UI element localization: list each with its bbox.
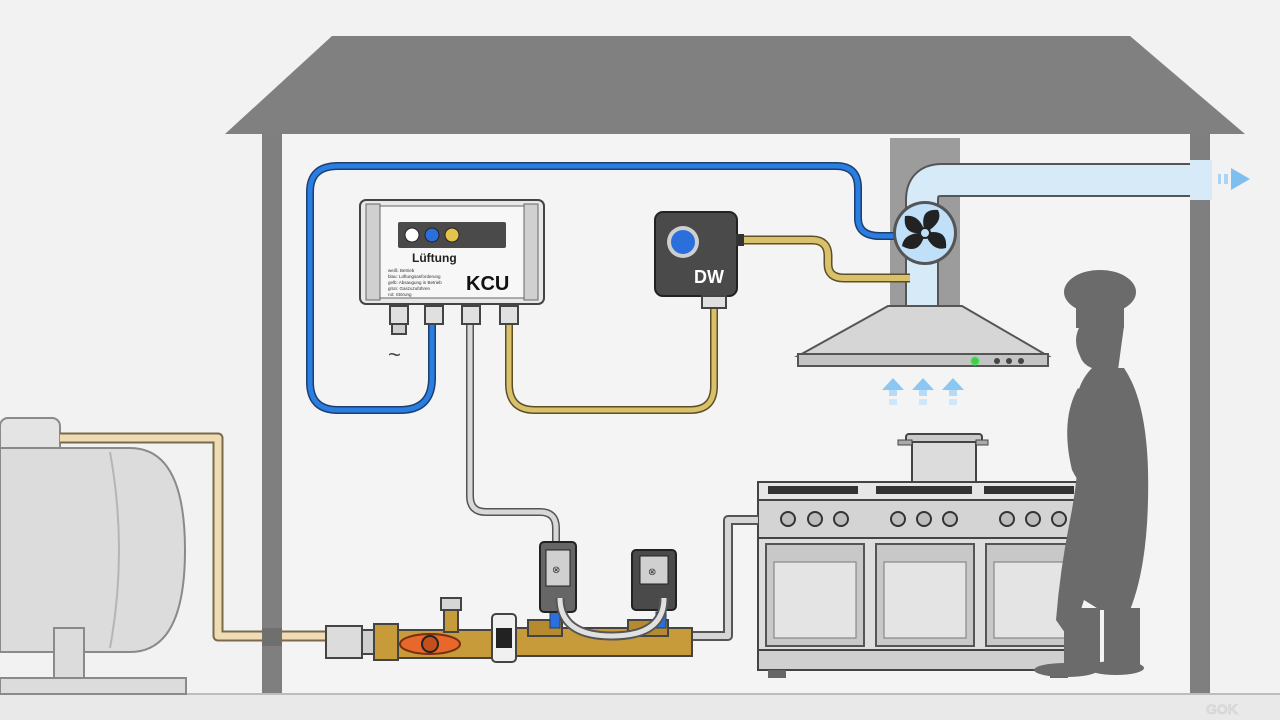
stove-gas-line <box>690 517 758 639</box>
kcu-legend-line: grün: Gaszuzuführen <box>388 286 431 291</box>
gas-stove <box>757 481 1079 678</box>
hood-status-led <box>970 356 980 366</box>
yellow-cable-kcu-dw <box>506 300 717 413</box>
extractor-hood <box>794 305 1052 367</box>
led-yellow <box>444 227 460 243</box>
kcu-label: KCU <box>466 273 509 295</box>
fan-icon <box>893 201 957 265</box>
led-blue <box>424 227 440 243</box>
roof <box>225 36 1245 134</box>
ground <box>0 694 1280 720</box>
wall-feedthrough <box>262 628 282 646</box>
led-white <box>404 227 420 243</box>
pressure-tube <box>740 237 910 281</box>
kcu-legend-line: rot: Störung <box>388 292 412 297</box>
svg-text:⊗: ⊗ <box>648 567 656 578</box>
gas-valve-assembly: ⊗ ⊗ <box>325 541 693 663</box>
watermark: GOK <box>1206 701 1238 717</box>
arrow-right-icon <box>1218 168 1250 190</box>
grey-cable <box>467 322 559 546</box>
chef-silhouette <box>1034 270 1149 677</box>
cable-glands <box>389 305 519 335</box>
arrow-up-icon <box>882 378 964 405</box>
dw-pressure-switch: DW <box>654 211 744 309</box>
kcu-controller: Lüftung weiß: Betrieb blau: Lüftungsanfo… <box>359 199 545 367</box>
kcu-legend-line: gelb: Absaugung in Betrieb <box>388 280 442 285</box>
cooking-pot <box>897 433 989 483</box>
kcu-legend-line: blau: Lüftungsanforderung <box>388 274 441 279</box>
power-symbol: ~ <box>388 342 401 367</box>
blue-cable <box>307 163 900 413</box>
dw-label: DW <box>694 267 724 287</box>
kcu-title: Lüftung <box>412 251 457 265</box>
kcu-legend-line: weiß: Betrieb <box>388 268 415 273</box>
gas-tank <box>0 417 187 695</box>
svg-text:⊗: ⊗ <box>552 565 560 576</box>
